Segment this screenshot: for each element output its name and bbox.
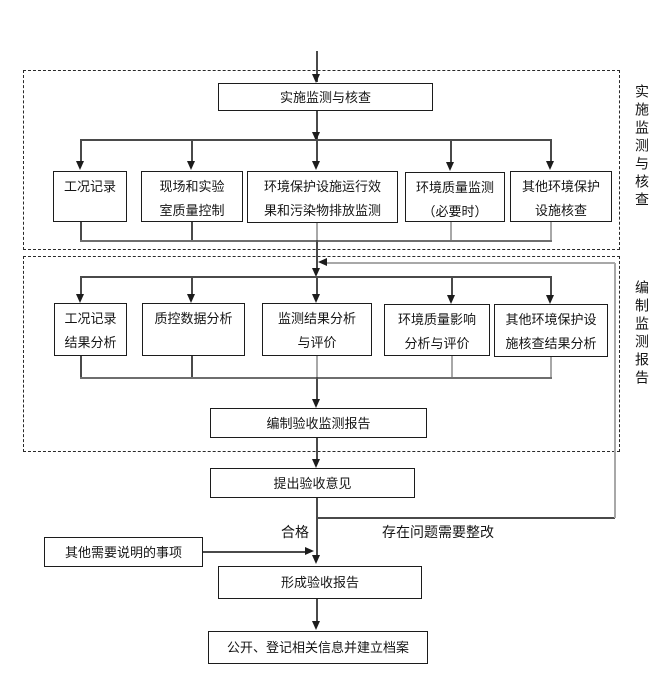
node-record-result-analysis: 工况记录 结果分析 [54,303,127,356]
node-compile-acceptance-monitoring-report: 编制验收监测报告 [210,408,427,438]
flow-line [80,222,82,241]
node-implement-monitoring-check: 实施监测与核查 [218,83,433,111]
node-site-lab-quality-control: 现场和实验 室质量控制 [141,171,243,222]
flow-line [316,498,318,558]
arrowhead [312,74,320,83]
flow-line [80,356,82,378]
arrowhead [312,459,320,468]
arrowhead [312,621,320,630]
node-other-facility-check-analysis: 其他环境保护设 施核查结果分析 [494,304,608,357]
arrowhead [76,294,84,303]
flow-line [450,222,452,241]
arrowhead [447,295,455,304]
flow-line [203,551,308,553]
dashed-region-phase2 [23,256,620,452]
flow-line [80,276,82,297]
node-qc-data-analysis: 质控数据分析 [142,303,245,356]
node-operating-condition-record: 工况记录 [53,171,127,222]
dashed-region-phase1 [23,70,620,250]
flow-line [316,377,318,402]
flow-line [316,438,318,461]
flow-line [191,356,193,378]
arrowhead [187,294,195,303]
arrowhead [305,547,314,555]
flow-line [316,599,318,623]
flow-line [316,111,318,139]
node-env-quality-impact-analysis: 环境质量影响 分析与评价 [384,304,490,356]
node-env-facility-emission-monitoring: 环境保护设施运行效 果和污染物排放监测 [247,171,398,223]
flow-line [450,139,452,164]
flow-line [550,357,552,378]
node-propose-acceptance-opinion: 提出验收意见 [210,468,415,498]
flow-line [550,222,552,241]
side-label-phase2: 编制监测报告 [634,280,650,388]
flow-line [316,240,318,270]
arrowhead [312,399,320,408]
arrowhead [312,555,320,564]
node-form-acceptance-report: 形成验收报告 [218,566,422,599]
flow-line [316,223,318,241]
arrowhead [312,294,320,303]
flow-line [80,139,82,163]
flow-line [316,356,318,378]
arrowhead [446,162,454,171]
flow-line [191,139,193,163]
flow-line [451,276,453,298]
feedback-line [322,262,615,264]
side-label-phase1: 实施监测与核查 [634,84,650,210]
arrowhead [187,161,195,170]
arrowhead [76,161,84,170]
arrowhead [312,132,320,141]
flow-line [316,517,615,519]
arrowhead [318,258,327,266]
node-publish-register-archive: 公开、登记相关信息并建立档案 [208,631,428,664]
feedback-line [614,263,616,518]
arrowhead [312,161,320,170]
arrowhead [546,295,554,304]
label-pass: 合格 [281,524,309,540]
node-monitoring-result-analysis: 监测结果分析 与评价 [262,303,372,356]
flow-line [316,276,318,297]
node-env-quality-monitoring: 环境质量监测 （必要时） [405,172,505,222]
flow-line [316,51,318,82]
node-other-env-facility-check: 其他环境保护 设施核查 [510,171,612,222]
flow-line [191,222,193,241]
label-needs-rectification: 存在问题需要整改 [382,524,494,540]
node-other-notes: 其他需要说明的事项 [44,537,203,567]
arrowhead [312,268,320,277]
arrowhead [546,161,554,170]
flow-line [451,356,453,378]
flow-line [316,139,318,163]
flow-line [550,139,552,163]
flow-line [191,276,193,297]
flow-line [550,276,552,298]
